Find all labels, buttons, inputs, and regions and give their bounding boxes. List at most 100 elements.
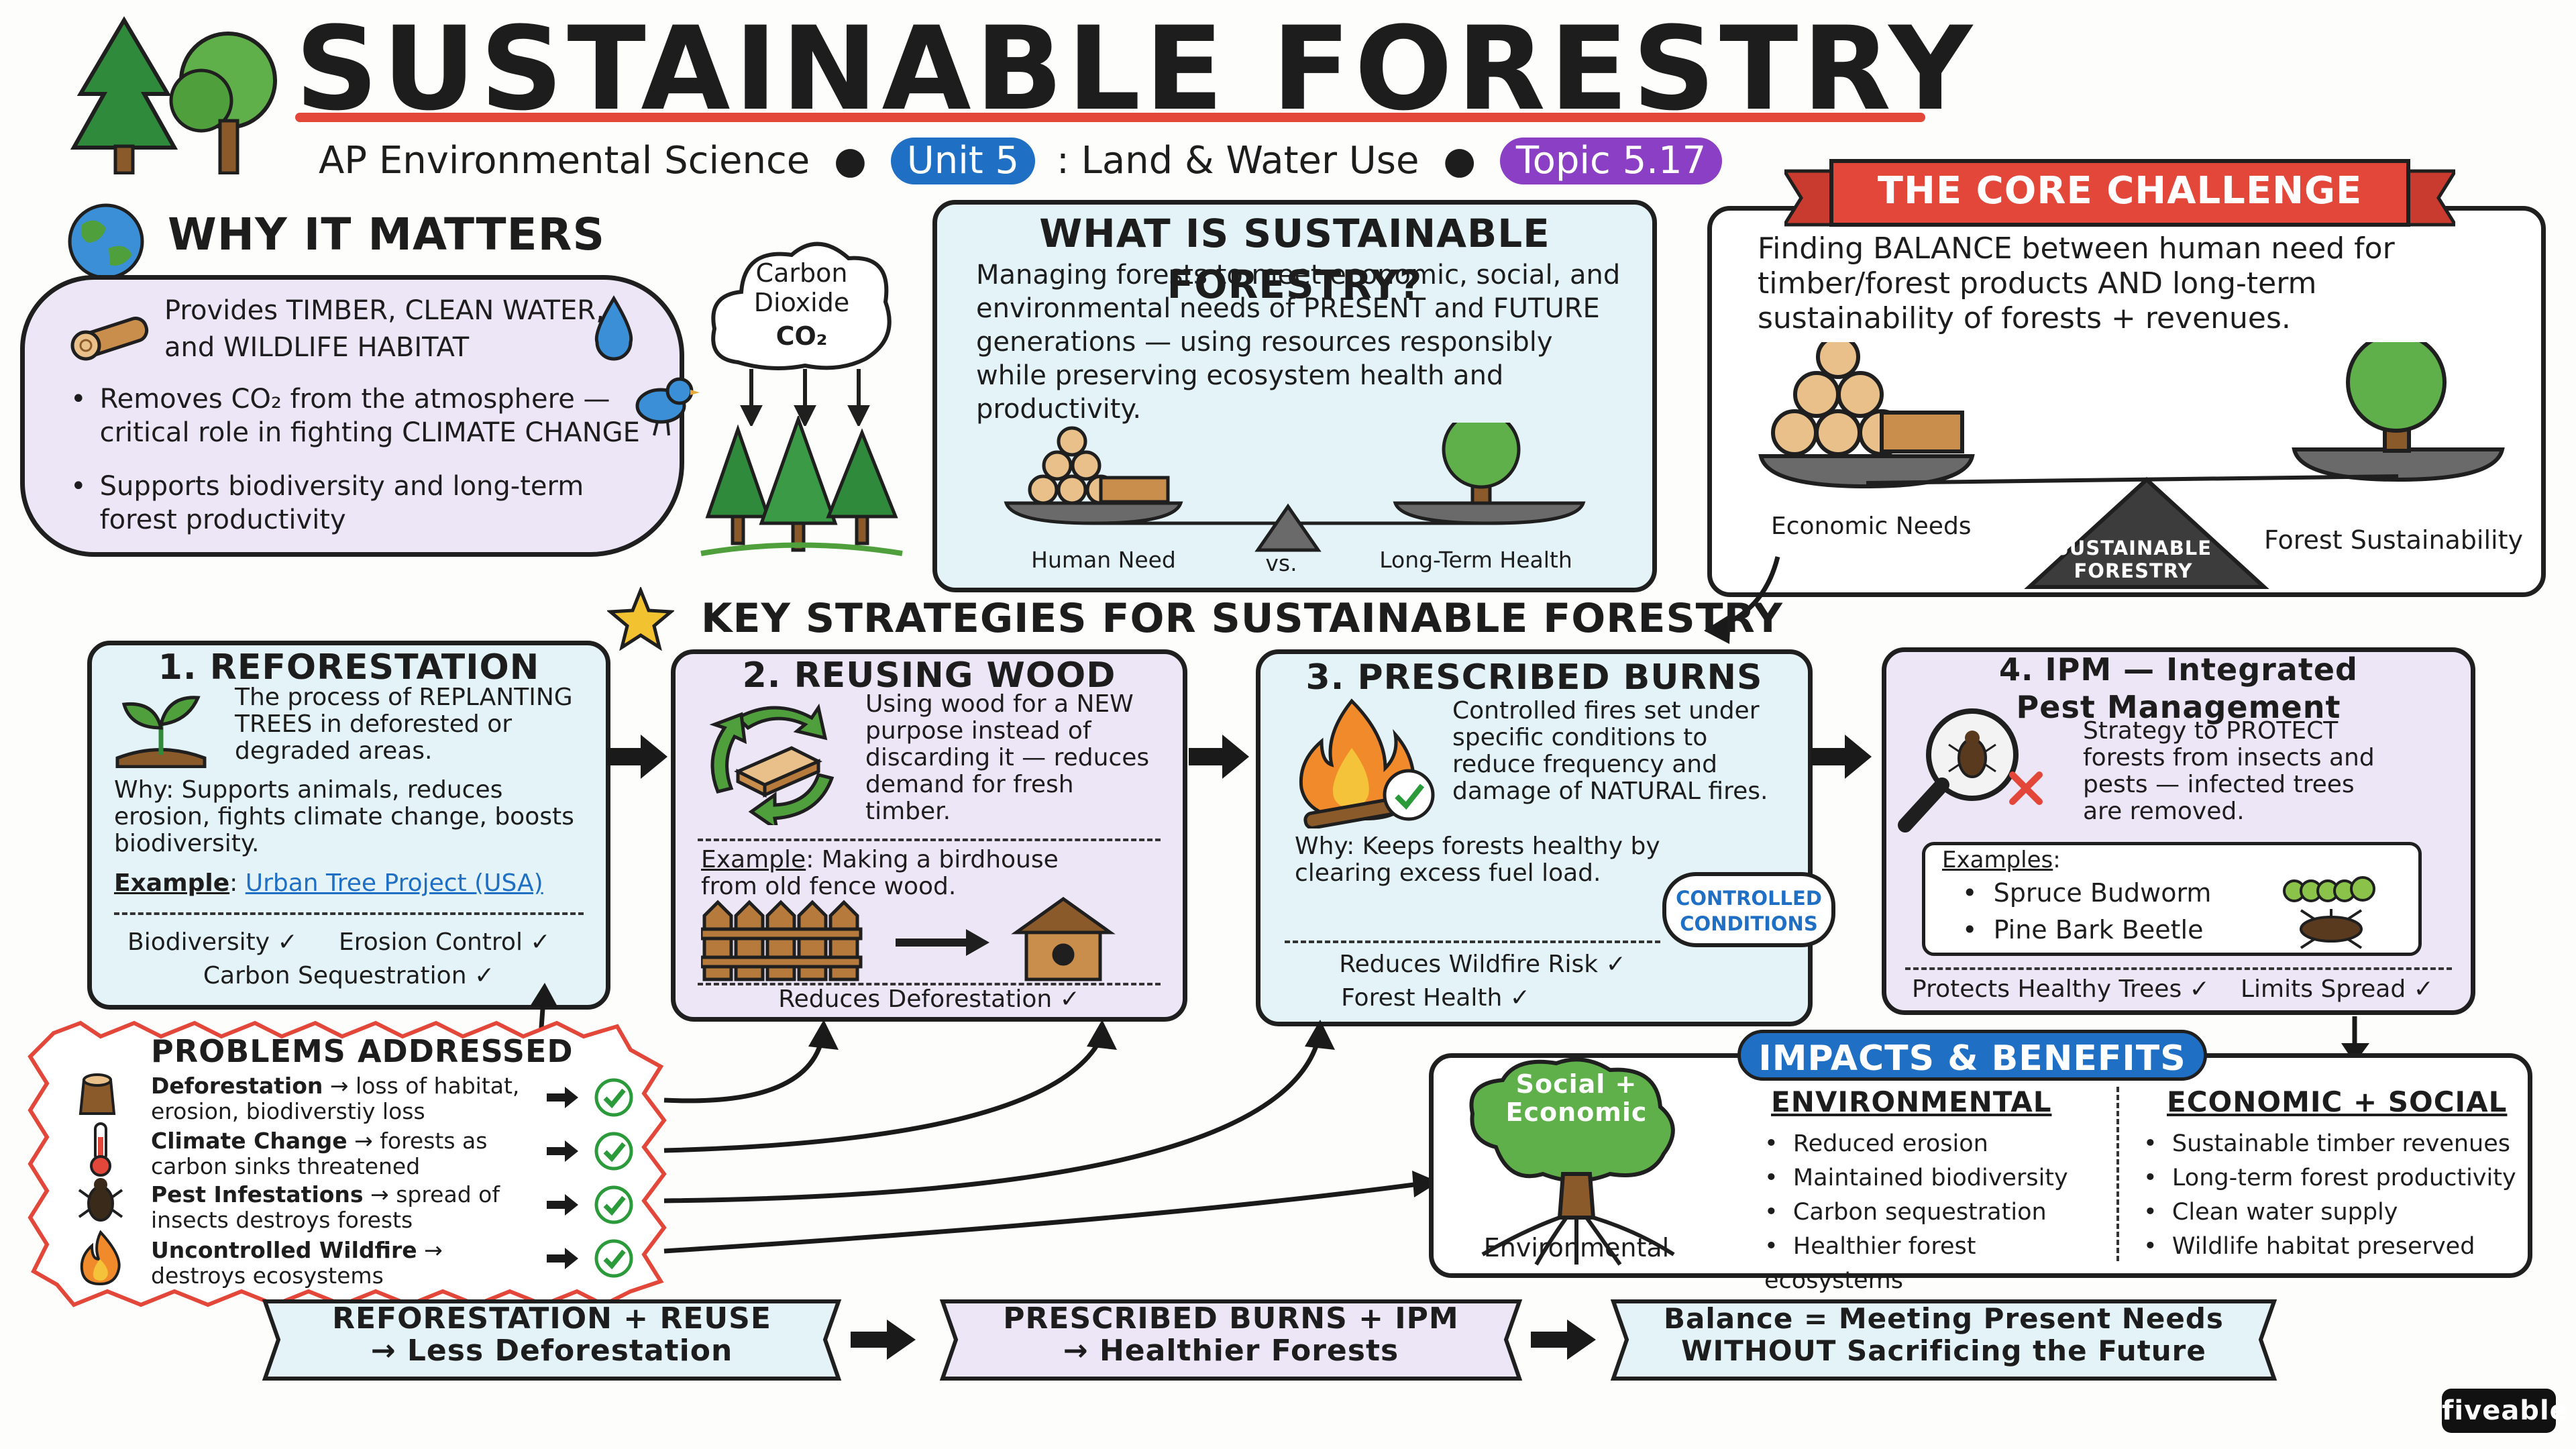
s1-benefit-2: Erosion Control ✓ xyxy=(339,928,551,956)
s3-benefit-2: Forest Health ✓ xyxy=(1341,984,1530,1012)
campfire-icon xyxy=(1299,698,1435,828)
carbon-cloud-text: Carbon Dioxide CO₂ xyxy=(753,258,850,351)
s2-divider-1 xyxy=(698,839,1161,841)
recycle-wood-icon xyxy=(709,703,835,825)
beetle-icon xyxy=(2300,909,2363,949)
sprout-icon xyxy=(115,696,207,768)
unit-topic: : Land & Water Use xyxy=(1056,139,1419,182)
impact-tree-bottom-label: Environmental xyxy=(1483,1233,1670,1263)
core-fulcrum-label: SUSTAINABLE FORESTRY xyxy=(2054,537,2212,582)
impacts-env-list: • Reduced erosion • Maintained biodivers… xyxy=(1764,1127,2113,1298)
core-banner-ribbon xyxy=(1784,159,2455,227)
what-text: Managing forests to meet economic, socia… xyxy=(976,260,1621,425)
water-drop-icon xyxy=(594,295,633,361)
s4-benefit-1: Protects Healthy Trees ✓ xyxy=(1912,975,2210,1003)
s4-title: 4. IPM — Integrated Pest Management xyxy=(1999,651,2358,725)
s1-title: 1. REFORESTATION xyxy=(158,647,540,688)
impacts-env-heading: ENVIRONMENTAL xyxy=(1771,1085,2052,1118)
s2-example-label: Example xyxy=(701,846,806,873)
fence-to-birdhouse-icon xyxy=(701,896,1116,981)
thermometer-icon xyxy=(90,1122,111,1177)
s1-why: Why: Supports animals, reduces erosion, … xyxy=(114,776,574,857)
problem-check-icons xyxy=(547,1078,633,1278)
impact-env-item: • Healthier forest ecosystems xyxy=(1764,1233,1976,1294)
what-left-label: Human Need xyxy=(1031,547,1176,573)
impact-econ-item: • Wildlife habitat preserved xyxy=(2143,1233,2475,1260)
s4-divider xyxy=(1905,967,2452,970)
s1-example-label: Example xyxy=(114,869,230,897)
s3-why: Why: Keeps forests healthy by clearing e… xyxy=(1295,833,1660,887)
core-right-label: Forest Sustainability xyxy=(2264,525,2523,555)
what-vs: vs. xyxy=(1265,550,1297,576)
subtitle-bar: AP Environmental Science ● Unit 5 : Land… xyxy=(319,134,1727,188)
s4-example-1: • Spruce Budworm xyxy=(1962,878,2212,908)
what-right-label: Long-Term Health xyxy=(1379,547,1572,573)
pest-bug-icon xyxy=(78,1178,123,1222)
bird-icon xyxy=(635,377,700,436)
s1-example: Example: Urban Tree Project (USA) xyxy=(114,869,543,897)
pine-forest-icon xyxy=(700,416,903,556)
flow-step-2: PRESCRIBED BURNS + IPM → Healthier Fores… xyxy=(1003,1301,1459,1368)
title-underline xyxy=(295,113,1925,122)
s4-example-2: • Pine Bark Beetle xyxy=(1962,915,2204,945)
impacts-econ-heading: ECONOMIC + SOCIAL xyxy=(2167,1085,2508,1118)
wildfire-icon xyxy=(80,1230,121,1286)
s4-examples-label: Examples: xyxy=(1942,847,2061,873)
why-bullet: •Removes CO₂ from the atmosphere — criti… xyxy=(70,384,640,448)
logs-icon xyxy=(70,317,149,361)
impact-env-item: • Maintained biodiversity xyxy=(1764,1165,2068,1191)
s1-benefit-1: Biodiversity ✓ xyxy=(127,928,298,956)
magnifier-bug-icon xyxy=(1898,708,2043,833)
impacts-econ-list: • Sustainable timber revenues • Long-ter… xyxy=(2143,1127,2526,1264)
s2-desc: Using wood for a NEW purpose instead of … xyxy=(865,690,1150,825)
s2-benefit: Reduces Deforestation ✓ xyxy=(778,985,1080,1013)
impact-env-item: • Reduced erosion xyxy=(1764,1130,1988,1157)
why-bullet: •Supports biodiversity and long-term for… xyxy=(70,471,584,535)
s4-benefit-2: Limits Spread ✓ xyxy=(2241,975,2434,1003)
s2-title: 2. REUSING WOOD xyxy=(742,655,1116,696)
impacts-column-divider xyxy=(2116,1087,2119,1261)
s3-speech-bubble: CONTROLLED CONDITIONS xyxy=(1662,872,1835,947)
strategies-heading: KEY STRATEGIES FOR SUSTAINABLE FORESTRY xyxy=(701,595,1783,642)
course-name: AP Environmental Science xyxy=(319,139,810,182)
s3-benefit-1: Reduces Wildfire Risk ✓ xyxy=(1339,951,1626,978)
core-left-label: Economic Needs xyxy=(1771,513,1972,540)
title-trees-icon xyxy=(70,16,277,174)
s2-divider-2 xyxy=(698,983,1161,985)
why-line2: and WILDLIFE HABITAT xyxy=(164,332,470,363)
flow-banner-shapes xyxy=(262,1299,2277,1381)
s1-divider xyxy=(114,912,584,915)
star-icon xyxy=(607,587,674,651)
core-text: Finding BALANCE between human need for t… xyxy=(1758,231,2395,335)
problem-item-4: Uncontrolled Wildfire → destroys ecosyst… xyxy=(151,1237,443,1289)
core-scale-icon xyxy=(1758,342,2505,589)
impact-econ-item: • Clean water supply xyxy=(2143,1199,2398,1226)
s3-divider xyxy=(1285,941,1660,943)
impacts-banner: IMPACTS & BENEFITS xyxy=(1737,1030,2207,1081)
caterpillar-icon xyxy=(2283,876,2375,902)
core-banner-title: THE CORE CHALLENGE xyxy=(1877,169,2363,213)
why-line1: Provides TIMBER, CLEAN WATER, xyxy=(164,295,604,326)
impact-env-item: • Carbon sequestration xyxy=(1764,1199,2047,1226)
impact-tree-top-label: Social + Economic xyxy=(1505,1069,1648,1127)
impact-econ-item: • Long-term forest productivity xyxy=(2143,1165,2516,1191)
problem-item-2: Climate Change → forests as carbon sinks… xyxy=(151,1128,488,1179)
globe-icon xyxy=(68,203,144,280)
problem-item-3: Pest Infestations → spread of insects de… xyxy=(151,1181,500,1233)
carbon-cloud-icon xyxy=(711,241,892,370)
s1-benefit-3: Carbon Sequestration ✓ xyxy=(203,962,495,989)
problems-heading: PROBLEMS ADDRESSED xyxy=(151,1033,574,1069)
s1-example-link[interactable]: Urban Tree Project (USA) xyxy=(245,869,543,897)
s2-example: Example: Making a birdhouse from old fen… xyxy=(701,847,1077,900)
impact-tree-icon xyxy=(1469,1057,1675,1266)
flow-step-3: Balance = Meeting Present Needs WITHOUT … xyxy=(1664,1302,2224,1367)
stump-icon xyxy=(78,1073,116,1115)
s3-desc: Controlled fires set under specific cond… xyxy=(1452,697,1768,805)
problems-burst-frame xyxy=(28,1020,667,1307)
impact-econ-item: • Sustainable timber revenues xyxy=(2143,1130,2511,1157)
s3-title: 3. PRESCRIBED BURNS xyxy=(1305,657,1763,698)
what-scale-icon xyxy=(1004,423,1586,552)
why-bullets: •Removes CO₂ from the atmosphere — criti… xyxy=(70,382,661,537)
page-title: SUSTAINABLE FORESTRY xyxy=(295,1,1977,136)
